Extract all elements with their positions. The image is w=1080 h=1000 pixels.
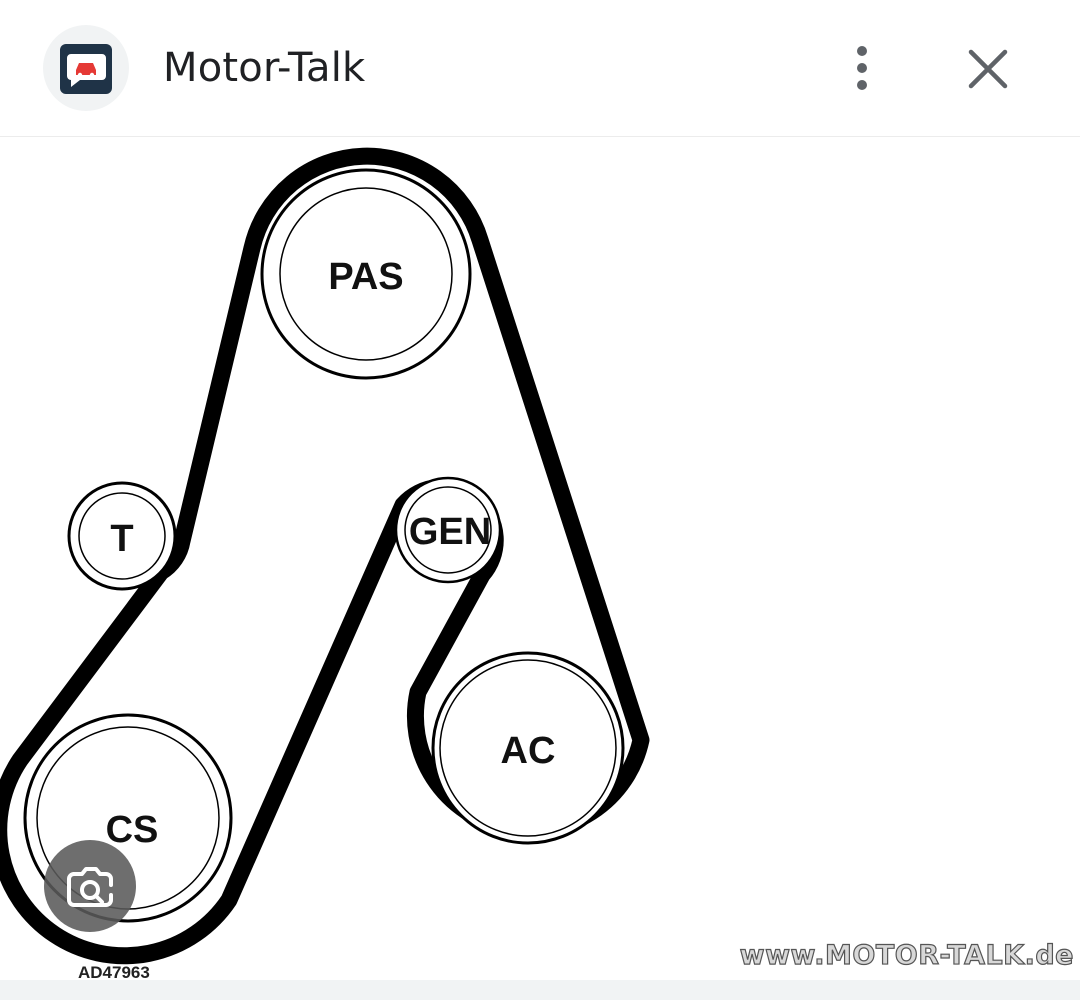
- drive-belt: [0, 147, 650, 965]
- pulley-label-pas: PAS: [328, 256, 403, 298]
- close-button[interactable]: [960, 42, 1016, 98]
- pulley-ac: AC: [431, 651, 625, 845]
- pulley-gen: GEN: [394, 476, 502, 584]
- pulley-pas: PAS: [260, 168, 472, 380]
- more-options-button[interactable]: [836, 42, 888, 98]
- pulley-label-t: T: [110, 518, 133, 560]
- watermark: www.MOTOR-TALK.de: [739, 939, 1074, 971]
- site-favicon: [43, 25, 129, 111]
- diagram-code: AD47963: [78, 963, 150, 982]
- pulley-t: T: [67, 481, 177, 591]
- motor-talk-logo-icon: [60, 44, 112, 94]
- pulley-label-ac: AC: [501, 730, 556, 772]
- pulley-label-cs: CS: [106, 809, 159, 851]
- bottom-strip: [0, 980, 1080, 1000]
- belt-routing-diagram: PAS T GEN AC CS: [0, 147, 650, 965]
- header: Motor-Talk: [0, 0, 1080, 137]
- visual-search-button[interactable]: [44, 840, 136, 932]
- camera-search-icon: [67, 867, 113, 907]
- image-viewer[interactable]: PAS T GEN AC CS AD47963 www.MOTOR-TALK.d…: [0, 137, 1080, 982]
- pulley-label-gen: GEN: [409, 511, 491, 553]
- site-title: Motor-Talk: [163, 45, 366, 91]
- more-vertical-icon: [857, 46, 867, 90]
- close-icon: [968, 49, 1008, 89]
